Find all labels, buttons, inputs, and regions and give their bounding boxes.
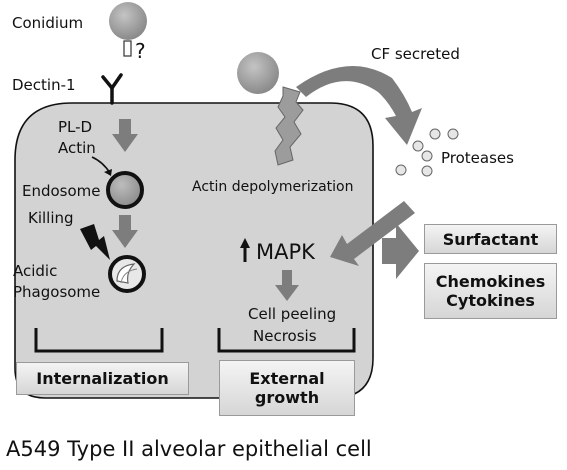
phagosome-label: Phagosome <box>13 283 101 301</box>
hypha-invading <box>274 86 304 166</box>
internalization-arrow-2 <box>112 215 138 248</box>
killing-label: Killing <box>28 209 74 227</box>
killing-lightning-icon <box>80 224 110 260</box>
proteases-label: Proteases <box>441 149 514 167</box>
dectin-1-receptor-icon <box>101 73 123 105</box>
protease-to-mapk-arrow <box>330 201 415 266</box>
cell-peeling-label: Cell peeling <box>248 305 337 323</box>
endosome-label: Endosome <box>22 182 101 200</box>
secretion-output-arrow <box>382 223 419 279</box>
mapk-downstream-arrow <box>275 270 299 301</box>
mapk-label: MAPK <box>256 240 315 264</box>
adherent-spore <box>237 52 279 94</box>
necrosis-label: Necrosis <box>253 327 317 345</box>
figure-caption: A549 Type II alveolar epithelial cell <box>6 437 372 461</box>
question-mark: ? <box>135 39 146 63</box>
conidium-label: Conidium <box>12 14 84 32</box>
cf-secretion-arrow <box>296 65 422 145</box>
external-label: External <box>249 369 325 388</box>
epithelial-cell <box>14 102 374 399</box>
cf-secreted-label: CF secreted <box>371 45 460 63</box>
internalization-arrow-1 <box>112 119 138 152</box>
internalization-bracket <box>34 328 164 353</box>
germ-tube <box>123 40 132 57</box>
acidic-label: Acidic <box>13 262 58 280</box>
actin-label: Actin <box>58 139 96 157</box>
conidium-spore <box>109 2 147 40</box>
growth-label: growth <box>254 388 320 407</box>
pld-label: PL-D <box>58 118 93 136</box>
dectin-label: Dectin-1 <box>12 76 76 94</box>
endosome-vesicle <box>106 171 144 209</box>
protease-particles <box>395 128 459 177</box>
actin-depolymerization-label: Actin depolymerization <box>192 179 354 195</box>
internalization-box: Internalization <box>16 362 189 395</box>
surfactant-label: Surfactant <box>442 229 539 249</box>
external-growth-box: External growth <box>219 360 355 416</box>
surfactant-box: Surfactant <box>424 224 557 254</box>
internalization-label: Internalization <box>36 369 169 388</box>
cytokines-label: Cytokines <box>446 291 535 310</box>
external-growth-bracket <box>217 328 356 353</box>
chemokines-cytokines-box: Chemokines Cytokines <box>424 263 557 319</box>
chemokines-label: Chemokines <box>435 272 546 291</box>
